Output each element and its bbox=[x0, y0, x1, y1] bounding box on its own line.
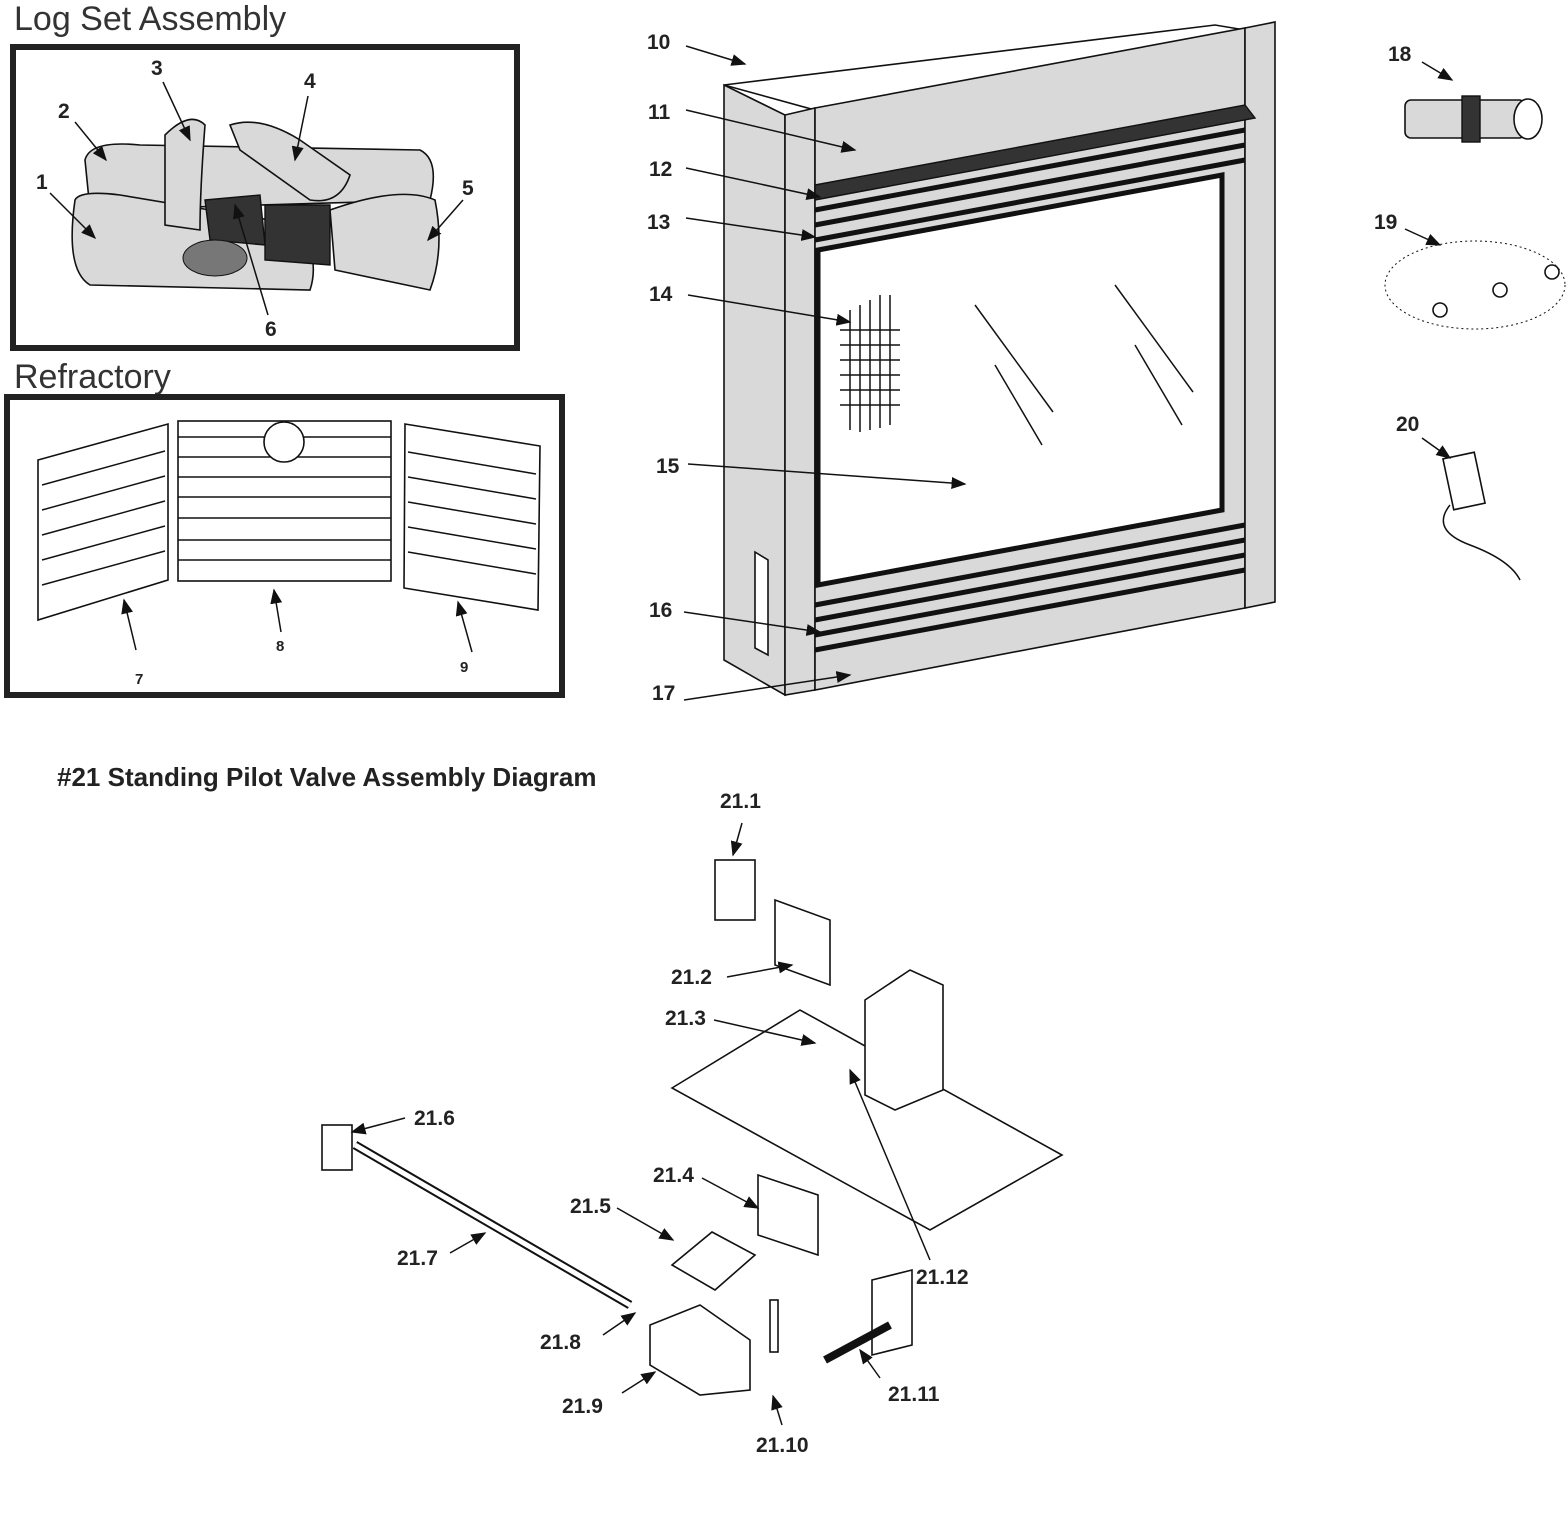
valve-assembly-section: #21 Standing Pilot Valve Assembly Diagra… bbox=[57, 762, 1064, 1457]
right-trim bbox=[1244, 21, 1276, 609]
callout-21-1: 21.1 bbox=[720, 790, 761, 813]
valve-bracket bbox=[757, 1173, 819, 1257]
small-bracket bbox=[670, 1231, 757, 1291]
callout-11: 11 bbox=[648, 101, 671, 124]
callout-21-10: 21.10 bbox=[756, 1434, 809, 1457]
callout-10: 10 bbox=[647, 31, 670, 54]
top-log bbox=[228, 121, 351, 202]
valve-assembly-title: #21 Standing Pilot Valve Assembly Diagra… bbox=[57, 762, 596, 792]
shutoff-valve bbox=[321, 1124, 353, 1171]
callout-21-8: 21.8 bbox=[540, 1331, 581, 1354]
callout-6: 6 bbox=[265, 318, 277, 341]
valve-mounting-plate bbox=[670, 1009, 1064, 1231]
gas-valve bbox=[649, 1304, 751, 1396]
upright-log bbox=[164, 118, 206, 231]
callout-5: 5 bbox=[462, 177, 474, 200]
log-set-leaders bbox=[49, 81, 464, 316]
callout-12: 12 bbox=[649, 158, 672, 181]
pilot-assemblies bbox=[1384, 240, 1566, 330]
control-access bbox=[754, 550, 769, 657]
receptacle bbox=[1441, 451, 1487, 511]
front-right-log bbox=[329, 193, 440, 291]
fireplace-leaders bbox=[683, 45, 967, 701]
callout-21-7: 21.7 bbox=[397, 1247, 438, 1270]
callout-21-4: 21.4 bbox=[653, 1164, 694, 1187]
log-set-section: Log Set Assembly 1 2 3 4 5 6 bbox=[10, 0, 520, 351]
callout-21-11: 21.11 bbox=[888, 1383, 940, 1406]
accessory-leaders bbox=[1404, 61, 1454, 459]
callout-21-2: 21.2 bbox=[671, 966, 712, 989]
log-set-frame bbox=[10, 44, 520, 351]
pilot-bracket bbox=[774, 898, 831, 987]
ember bbox=[204, 194, 266, 246]
gas-line bbox=[353, 1142, 632, 1308]
callout-1: 1 bbox=[36, 171, 48, 194]
refractory-frame bbox=[4, 394, 565, 698]
glass-door bbox=[815, 171, 1225, 589]
top-louvers bbox=[814, 127, 1246, 243]
callout-18: 18 bbox=[1388, 43, 1412, 66]
left-trim bbox=[784, 106, 816, 696]
safety-screen bbox=[840, 295, 900, 432]
back-refractory-panel bbox=[177, 420, 392, 582]
refractory-leaders bbox=[121, 588, 473, 653]
callout-9: 9 bbox=[460, 659, 468, 676]
callout-8: 8 bbox=[276, 638, 284, 655]
callout-16: 16 bbox=[649, 599, 672, 622]
burner-bracket bbox=[864, 969, 944, 1111]
callout-21-3: 21.3 bbox=[665, 1007, 706, 1030]
callout-21-9: 21.9 bbox=[562, 1395, 603, 1418]
ember bbox=[182, 239, 248, 277]
callout-21-5: 21.5 bbox=[570, 1195, 611, 1218]
callout-3: 3 bbox=[151, 57, 163, 80]
accessories-section: 18 19 20 bbox=[1374, 43, 1566, 581]
callout-2: 2 bbox=[58, 100, 70, 123]
valve-leaders bbox=[350, 822, 931, 1426]
right-refractory-panel bbox=[403, 423, 541, 611]
ember bbox=[264, 204, 331, 266]
callout-17: 17 bbox=[652, 682, 675, 705]
refractory-section: Refractory 7 8 9 bbox=[4, 358, 565, 698]
callout-21-12: 21.12 bbox=[916, 1266, 969, 1289]
flue-hole bbox=[263, 421, 305, 463]
callout-19: 19 bbox=[1374, 211, 1397, 234]
callout-15: 15 bbox=[656, 455, 680, 478]
log-set-illustration bbox=[71, 118, 440, 291]
callout-21-6: 21.6 bbox=[414, 1107, 455, 1130]
callout-4: 4 bbox=[304, 70, 316, 93]
pilot-assembly bbox=[714, 859, 756, 921]
refractory-title: Refractory bbox=[14, 358, 171, 396]
fireplace-section: 10 11 12 13 14 15 16 17 bbox=[647, 21, 1276, 705]
callout-14: 14 bbox=[649, 283, 673, 306]
callout-7: 7 bbox=[135, 671, 143, 688]
callout-13: 13 bbox=[647, 211, 670, 234]
log-set-title: Log Set Assembly bbox=[14, 0, 286, 38]
bottom-louvers bbox=[814, 522, 1246, 653]
callout-20: 20 bbox=[1396, 413, 1419, 436]
left-refractory-panel bbox=[37, 422, 169, 622]
thermocouple-bracket bbox=[871, 1268, 913, 1357]
